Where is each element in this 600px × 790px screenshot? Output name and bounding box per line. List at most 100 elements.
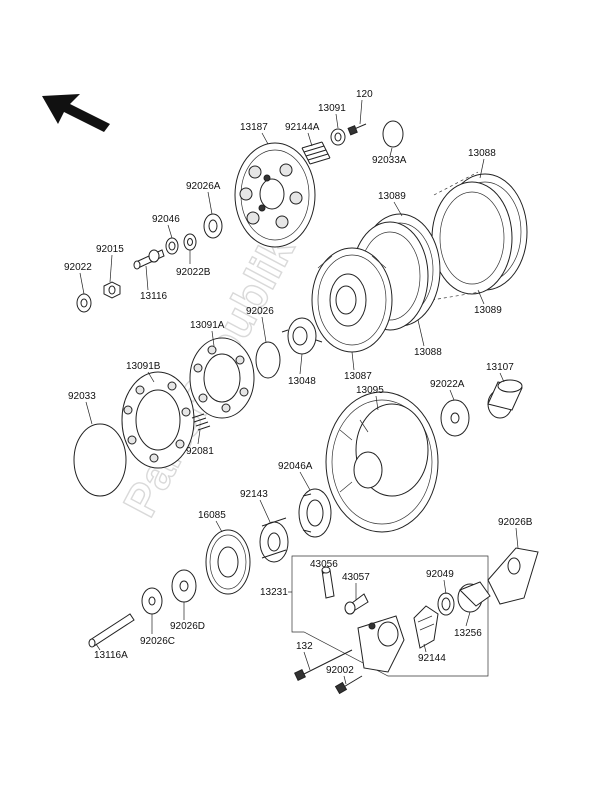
circlip-92033A	[382, 120, 404, 148]
bolt-132	[294, 649, 353, 681]
leader-line-92022A	[449, 389, 455, 401]
part-label-13116: 13116	[140, 291, 168, 302]
leader-line-13091	[335, 113, 339, 129]
part-number-labels: 120 13091 13187 92144A 92033A 13088 13089 92026…	[64, 89, 533, 676]
leader-line-13256	[465, 611, 471, 627]
leader-line-13088a	[479, 158, 485, 179]
sleeve-13048	[281, 317, 323, 355]
leader-line-13087	[351, 351, 355, 371]
slave-cylinder-body	[357, 615, 405, 673]
direction-arrow-icon	[42, 94, 110, 132]
washer-92026A	[203, 213, 223, 239]
part-label-13231: 13231	[260, 587, 288, 598]
part-label-13089b: 13089	[474, 305, 502, 316]
washer-92026C	[141, 587, 163, 615]
collar-92143	[259, 517, 289, 563]
seal-92049	[437, 592, 455, 616]
leader-line-92033A	[389, 147, 393, 157]
leader-line-92049	[443, 579, 447, 595]
circlip-92033	[73, 423, 127, 497]
part-label-92033: 92033	[68, 391, 96, 402]
part-label-13091A: 13091A	[190, 320, 225, 331]
leader-line-92046A	[299, 471, 311, 491]
assembly-group-frame	[291, 555, 489, 677]
part-label-92015: 92015	[96, 244, 124, 255]
leader-line-13091A	[211, 330, 215, 347]
leader-line-92015	[109, 254, 113, 283]
leader-line-92143	[259, 499, 271, 523]
bearing-92046A	[298, 488, 332, 538]
collar-13107	[487, 379, 523, 419]
part-label-92026D: 92026D	[170, 621, 205, 632]
leader-line-13187	[261, 132, 269, 145]
bolt-120	[347, 123, 367, 136]
leader-line-92144	[423, 643, 427, 653]
leader-line-92081	[197, 429, 201, 445]
part-label-13091: 13091	[318, 103, 346, 114]
leader-line-92022	[79, 272, 85, 295]
leader-line-16085	[215, 520, 223, 533]
part-label-92081: 92081	[186, 446, 214, 457]
part-label-13048: 13048	[288, 376, 316, 387]
part-label-13116A: 13116A	[94, 650, 128, 661]
piston-13256	[457, 581, 491, 613]
part-label-43057: 43057	[342, 572, 370, 583]
bearing-92046	[165, 237, 179, 255]
plate-13091B	[121, 371, 195, 469]
leader-line-13107	[499, 372, 505, 383]
part-label-92022: 92022	[64, 262, 92, 273]
part-label-92033A: 92033A	[372, 155, 407, 166]
part-label-13187: 13187	[240, 122, 268, 133]
leader-line-92046	[167, 224, 173, 239]
leader-line-13116	[145, 265, 149, 291]
boot-92144	[413, 605, 439, 649]
part-label-92144A: 92144A	[285, 122, 320, 133]
bolt-92002	[334, 675, 363, 695]
leader-line-13089a	[393, 201, 403, 217]
part-label-120: 120	[356, 89, 373, 100]
part-label-92026A: 92026A	[186, 181, 221, 192]
friction-plate-stack-upper	[431, 173, 528, 295]
washer-92022B	[183, 233, 197, 251]
clutch-housing-13095	[325, 391, 439, 533]
part-label-132: 132	[296, 641, 313, 652]
spring-92081	[191, 413, 211, 431]
leader-line-120	[359, 99, 363, 125]
bleeder-43056	[321, 566, 335, 599]
part-label-92046A: 92046A	[278, 461, 313, 472]
nut-92015	[103, 281, 121, 299]
spring-92144A	[301, 141, 331, 165]
part-label-92143: 92143	[240, 489, 268, 500]
part-label-92049: 92049	[426, 569, 454, 580]
leader-line-92026	[261, 316, 267, 343]
leader-line-13048	[299, 353, 303, 375]
part-label-92022A: 92022A	[430, 379, 465, 390]
part-label-13087: 13087	[344, 371, 372, 382]
guide-line	[431, 171, 481, 301]
washer-92026D	[171, 569, 197, 603]
leader-line-92002	[343, 675, 347, 685]
clutch-hub-13087	[311, 247, 393, 353]
banjo-43057	[344, 593, 369, 615]
collar-13091	[330, 128, 346, 146]
gasket-92026B	[487, 547, 539, 605]
part-label-92026C: 92026C	[140, 636, 175, 647]
washer-92022A	[440, 399, 470, 437]
part-label-92026: 92026	[246, 306, 274, 317]
part-label-92022B: 92022B	[176, 267, 211, 278]
washer-92022	[76, 293, 92, 313]
part-label-13088b: 13088	[414, 347, 442, 358]
rod-13116A	[88, 613, 135, 648]
leader-line-13088b	[417, 319, 425, 347]
leader-line-92026B	[515, 527, 519, 549]
part-label-13095: 13095	[356, 385, 384, 396]
part-label-13088a: 13088	[468, 148, 496, 159]
leader-line-92033	[85, 401, 93, 425]
leader-line-13095	[375, 395, 379, 411]
leader-line-92144A	[307, 132, 313, 147]
part-label-16085: 16085	[198, 510, 226, 521]
leader-line-13116A	[95, 643, 101, 651]
leader-line-132	[303, 651, 311, 671]
part-label-13089a: 13089	[378, 191, 406, 202]
